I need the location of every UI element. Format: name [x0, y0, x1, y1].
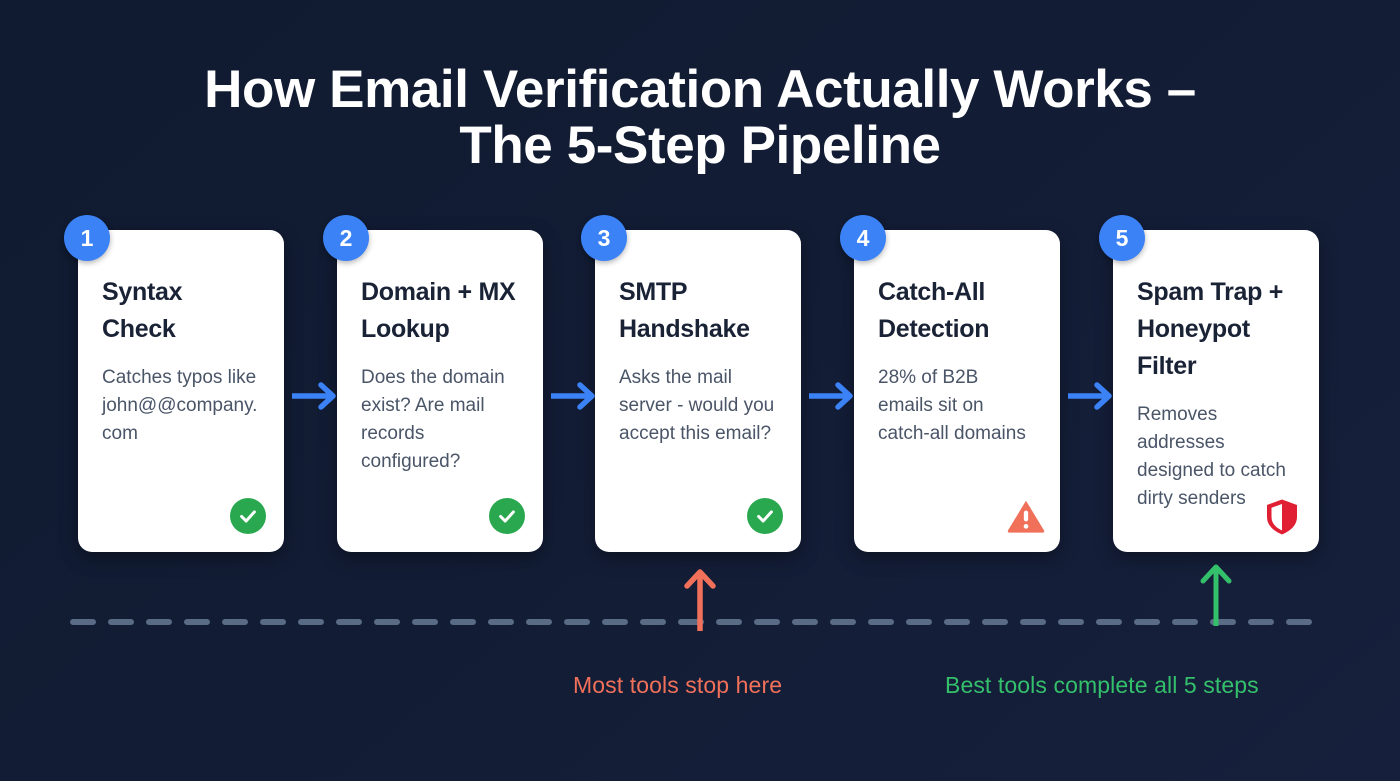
arrow-right-icon: [551, 382, 595, 410]
step-status-4: [1006, 498, 1045, 534]
annotation-arrow-most-tools: [680, 565, 720, 631]
title-line-2: The 5-Step Pipeline: [459, 116, 941, 175]
step-description-2: Does the domain exist? Are mail records …: [361, 367, 505, 472]
step-badge-4: 4: [840, 215, 886, 261]
step-description-3: Asks the mail server - would you accept …: [619, 367, 775, 444]
step-title-4: Catch-All Detection: [878, 278, 990, 343]
arrow-up-icon: [684, 569, 716, 631]
step-title-2: Domain + MX Lookup: [361, 278, 516, 343]
step-title-1: Syntax Check: [102, 278, 183, 343]
step-status-3: [747, 498, 783, 534]
arrow-right-icon: [292, 382, 336, 410]
step-badge-5: 5: [1099, 215, 1145, 261]
arrow-right-icon: [1068, 382, 1112, 410]
step-description-5: Removes addresses designed to catch dirt…: [1137, 404, 1286, 509]
page-title: How Email Verification Actually Works – …: [0, 62, 1400, 174]
warning-triangle-icon: [1007, 500, 1045, 533]
connector-arrow-1-2: [292, 378, 342, 414]
step-description-1: Catches typos like john@@company.com: [102, 367, 258, 444]
step-title-3: SMTP Handshake: [619, 278, 750, 343]
step-card-2[interactable]: 2 Domain + MX Lookup Does the domain exi…: [323, 215, 543, 552]
check-circle-icon: [489, 498, 525, 534]
step-badge-2: 2: [323, 215, 369, 261]
step-card-5[interactable]: 5 Spam Trap + Honeypot Filter Removes ad…: [1099, 215, 1319, 552]
step-status-1: [230, 498, 266, 534]
annotation-label-most-tools: Most tools stop here: [573, 672, 783, 698]
connector-arrow-4-5: [1068, 378, 1118, 414]
steps-row: 1 Syntax Check Catches typos like john@@…: [0, 215, 1400, 552]
check-circle-icon: [747, 498, 783, 534]
arrow-up-icon: [1200, 564, 1232, 626]
step-status-5: [1265, 498, 1301, 535]
step-status-2: [489, 498, 525, 534]
annotation-label-best-tools: Best tools complete all 5 steps: [945, 672, 1259, 698]
step-card-4[interactable]: 4 Catch-All Detection 28% of B2B emails …: [840, 215, 1060, 552]
connector-arrow-2-3: [551, 378, 601, 414]
arrow-right-icon: [809, 382, 853, 410]
connector-arrow-3-4: [809, 378, 859, 414]
shield-icon: [1267, 499, 1297, 535]
step-badge-3: 3: [581, 215, 627, 261]
annotation-arrow-best-tools: [1196, 560, 1236, 626]
step-title-5: Spam Trap + Honeypot Filter: [1137, 278, 1284, 380]
title-line-1: How Email Verification Actually Works –: [204, 60, 1196, 119]
step-card-3[interactable]: 3 SMTP Handshake Asks the mail server - …: [581, 215, 801, 552]
step-badge-1: 1: [64, 215, 110, 261]
check-circle-icon: [230, 498, 266, 534]
step-card-1[interactable]: 1 Syntax Check Catches typos like john@@…: [64, 215, 284, 552]
step-description-4: 28% of B2B emails sit on catch-all domai…: [878, 367, 1026, 444]
